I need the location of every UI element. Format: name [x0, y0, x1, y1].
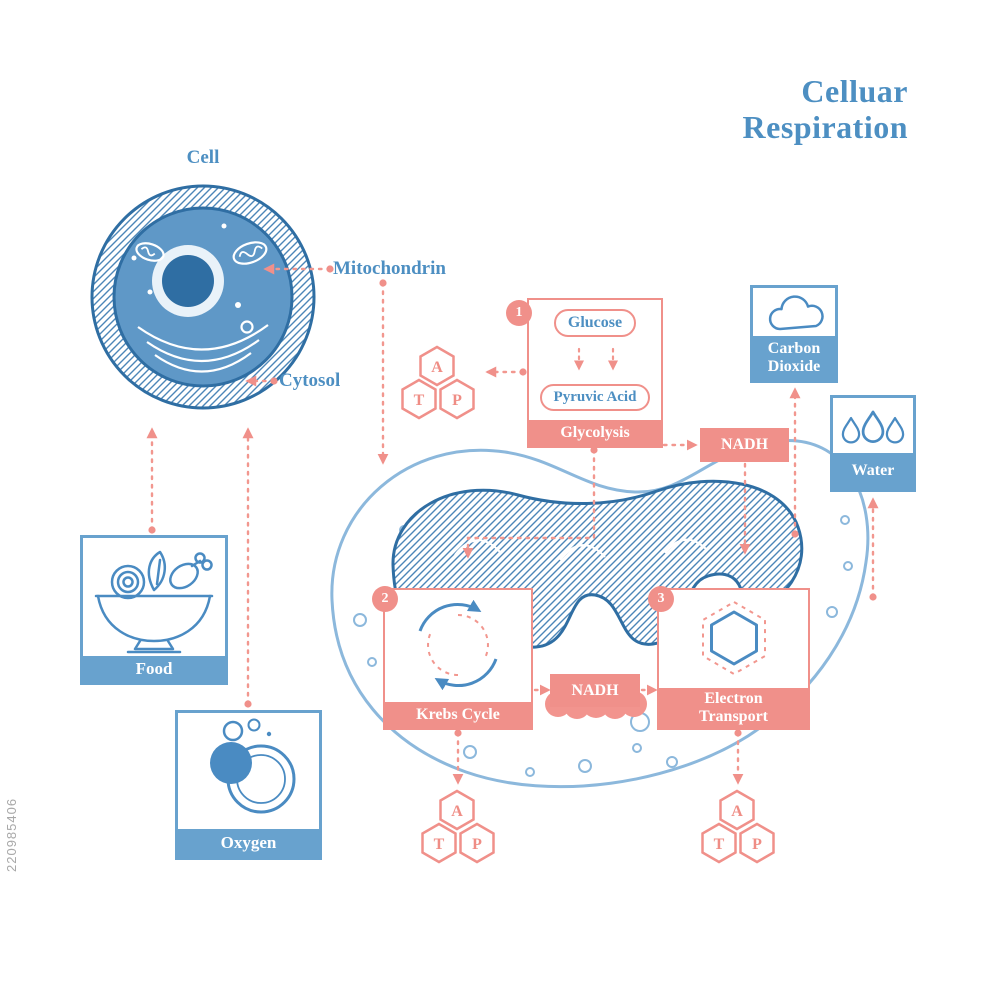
atp-cluster-electron-transport: A T P — [701, 789, 775, 864]
atp-letter-a: A — [431, 359, 443, 376]
cytosol-label: Cytosol — [279, 370, 341, 391]
water-droplets-icon — [841, 410, 905, 443]
atp-letter-t: T — [414, 392, 425, 409]
krebs-cycle-footer: Krebs Cycle — [385, 702, 531, 728]
cloud-icon — [768, 295, 824, 331]
glucose-pill: Glucose — [553, 309, 637, 338]
step-2-badge: 2 — [372, 586, 398, 612]
title-line2: Respiration — [742, 108, 908, 145]
food-footer: Food — [83, 656, 225, 682]
cell-illustration — [90, 184, 316, 410]
electron-transport-footer: Electron Transport — [659, 688, 808, 728]
pyruvic-acid-pill: Pyruvic Acid — [539, 383, 651, 411]
atp-letter-a: A — [731, 803, 743, 820]
electron-transport-panel: Electron Transport — [657, 588, 810, 730]
step-1-badge: 1 — [506, 300, 532, 326]
atp-letter-a: A — [451, 803, 463, 820]
connector-arrows — [146, 263, 879, 785]
mitochondrion-icon — [232, 241, 268, 265]
nadh-tag-glycolysis: NADH — [700, 428, 789, 462]
atp-letter-t: T — [714, 836, 725, 853]
title-line1: Celluar — [801, 73, 908, 109]
step-3-badge: 3 — [648, 586, 674, 612]
atp-cluster-krebs: A T P — [421, 789, 495, 864]
carbon-dioxide-footer: Carbon Dioxide — [753, 336, 835, 380]
oxygen-molecules-icon — [209, 718, 295, 814]
oxygen-footer: Oxygen — [178, 829, 319, 857]
cycle-arrows-icon — [418, 599, 498, 691]
mitochondrin-label: Mitochondrin — [333, 258, 446, 279]
glucose-to-pyruvic-arrows — [574, 347, 618, 370]
food-bowl-icon — [94, 550, 214, 654]
atp-letter-t: T — [434, 836, 445, 853]
page-title: Celluar Respiration — [742, 73, 909, 146]
mitochondrion-icon — [135, 242, 165, 262]
nadh-tag-krebs: NADH — [550, 674, 640, 707]
atp-cluster-glycolysis: A T P — [401, 345, 475, 420]
atp-letter-p: P — [452, 392, 462, 409]
atp-letter-p: P — [472, 836, 482, 853]
water-footer: Water — [833, 453, 913, 489]
atp-letter-p: P — [752, 836, 762, 853]
watermark-id: 220985406 — [4, 797, 19, 872]
glycolysis-footer: Glycolysis — [529, 420, 661, 446]
glycolysis-panel: Glucose Pyruvic Acid Glycolysis — [527, 298, 663, 448]
cell-label: Cell — [186, 147, 220, 168]
hexagon-icon — [702, 600, 766, 676]
water-panel: Water — [830, 395, 916, 492]
food-panel: Food — [80, 535, 228, 685]
oxygen-panel: Oxygen — [175, 710, 322, 860]
krebs-cycle-panel: Krebs Cycle — [383, 588, 533, 730]
carbon-dioxide-panel: Carbon Dioxide — [750, 285, 838, 383]
